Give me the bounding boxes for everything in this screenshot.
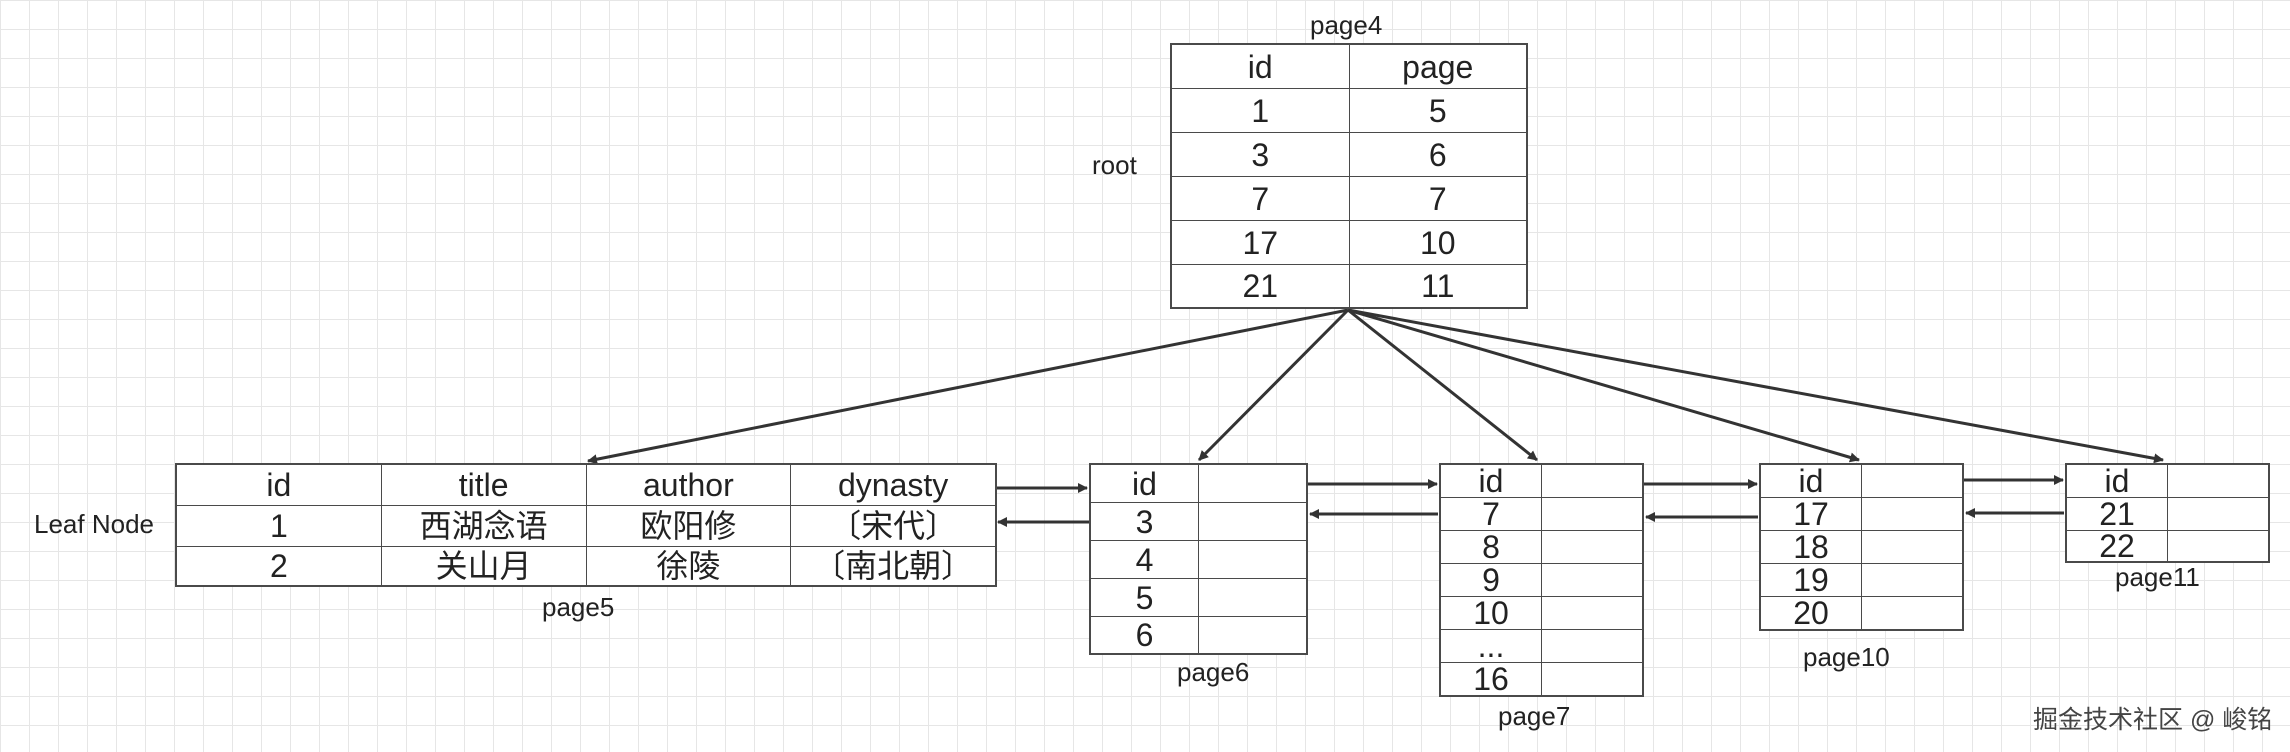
page7-cell-id: 16 — [1441, 663, 1542, 695]
page10-cell-empty — [1862, 564, 1962, 596]
page10-label: page10 — [1803, 642, 1890, 672]
arrow-root-page7 — [1347, 308, 1538, 462]
page7-cell-id: 7 — [1441, 498, 1542, 530]
page7-cell-id: ... — [1441, 630, 1542, 662]
root-cell-page: 6 — [1428, 136, 1447, 173]
root-cell-page: 5 — [1428, 92, 1447, 129]
page5-header-dynasty: dynasty — [837, 467, 949, 503]
page6-cell-empty — [1199, 617, 1306, 653]
page6-cell-id: 6 — [1091, 617, 1199, 653]
root-cell-id: 1 — [1172, 89, 1350, 132]
root-header-id: id — [1172, 45, 1350, 88]
page6-cell-empty — [1199, 579, 1306, 616]
root-cell-page: 10 — [1419, 224, 1456, 261]
page7-cell-empty — [1542, 597, 1642, 629]
page11-cell-id: id — [2067, 465, 2168, 497]
root-cell-id: 3 — [1172, 133, 1350, 176]
root-cell-page: 11 — [1421, 268, 1455, 304]
page7-cell-empty — [1542, 663, 1642, 695]
page10-cell-id: 18 — [1761, 531, 1862, 563]
page6-label: page6 — [1177, 657, 1250, 687]
page7-cell-empty — [1542, 498, 1642, 530]
page5-cell: 〔南北朝〕 — [813, 548, 974, 584]
page7-cell-empty — [1542, 531, 1642, 563]
page10-cell-empty — [1862, 531, 1962, 563]
page10-cell-empty — [1862, 597, 1962, 629]
page7-cell-id: id — [1441, 465, 1542, 497]
page6-cell-id: 4 — [1091, 541, 1199, 578]
root-cell-id: 17 — [1172, 221, 1350, 264]
page7-cell-id: 8 — [1441, 531, 1542, 563]
arrow-root-page10 — [1347, 308, 1860, 463]
arrow-root-page11 — [1347, 308, 2164, 464]
arrow-root-page6 — [1197, 308, 1350, 462]
page11-cell-id: 21 — [2067, 498, 2168, 530]
page5-header-id: id — [177, 465, 382, 505]
page11-cell-empty — [2168, 531, 2268, 561]
page11-cell-id: 22 — [2067, 530, 2168, 562]
page5-cell: 徐陵 — [587, 547, 792, 585]
page7-cell-id: 9 — [1441, 564, 1542, 596]
page5-cell: 关山月 — [382, 547, 587, 585]
page5-cell: 2 — [177, 547, 382, 585]
page7-cell-empty — [1542, 630, 1642, 662]
page10-cell-id: 20 — [1761, 597, 1862, 629]
page10-cell-id: id — [1761, 465, 1862, 497]
leaf-node-label: Leaf Node — [34, 509, 154, 539]
root-header-page: page — [1402, 48, 1474, 85]
page5-label: page5 — [542, 592, 615, 622]
leaf-node-page6: id 3 4 5 6 — [1089, 463, 1308, 655]
arrow-root-page5 — [587, 308, 1349, 465]
leaf-node-page11: id 21 22 — [2065, 463, 2270, 563]
watermark: 掘金技术社区 @ 峻铭 — [2033, 706, 2273, 734]
page6-cell-id: id — [1091, 465, 1199, 502]
page6-cell-id: 3 — [1091, 503, 1199, 540]
page6-cell-empty — [1199, 465, 1306, 502]
leaf-node-page7: id 7 8 9 10 ... 16 — [1439, 463, 1644, 697]
root-cell-page: 7 — [1428, 180, 1447, 217]
page6-cell-empty — [1199, 541, 1306, 578]
page7-cell-id: 10 — [1441, 597, 1542, 629]
root-cell-id: 21 — [1172, 265, 1350, 307]
page10-cell-empty — [1862, 465, 1962, 497]
page4-label: page4 — [1310, 10, 1383, 40]
page5-cell: 〔宋代〕 — [829, 508, 958, 544]
page10-cell-id: 19 — [1761, 564, 1862, 596]
page11-cell-empty — [2168, 498, 2268, 530]
page7-cell-empty — [1542, 465, 1642, 497]
page10-cell-empty — [1862, 498, 1962, 530]
root-cell-id: 7 — [1172, 177, 1350, 220]
page5-cell: 西湖念语 — [382, 506, 587, 546]
page5-cell: 欧阳修 — [587, 506, 792, 546]
root-label: root — [1092, 150, 1137, 180]
page11-label: page11 — [2115, 562, 2200, 592]
leaf-node-page5: id title author dynasty 1 西湖念语 欧阳修 〔宋代〕 … — [175, 463, 997, 587]
page5-header-title: title — [382, 465, 587, 505]
page5-header-author: author — [587, 465, 792, 505]
page5-cell: 1 — [177, 506, 382, 546]
leaf-node-page10: id 17 18 19 20 — [1759, 463, 1964, 631]
page7-cell-empty — [1542, 564, 1642, 596]
page10-cell-id: 17 — [1761, 498, 1862, 530]
root-node-page4: id page 1 5 3 6 7 7 17 10 21 11 — [1170, 43, 1528, 309]
page7-label: page7 — [1498, 701, 1571, 731]
page6-cell-empty — [1199, 503, 1306, 540]
page11-cell-empty — [2168, 465, 2268, 497]
page6-cell-id: 5 — [1091, 579, 1199, 616]
